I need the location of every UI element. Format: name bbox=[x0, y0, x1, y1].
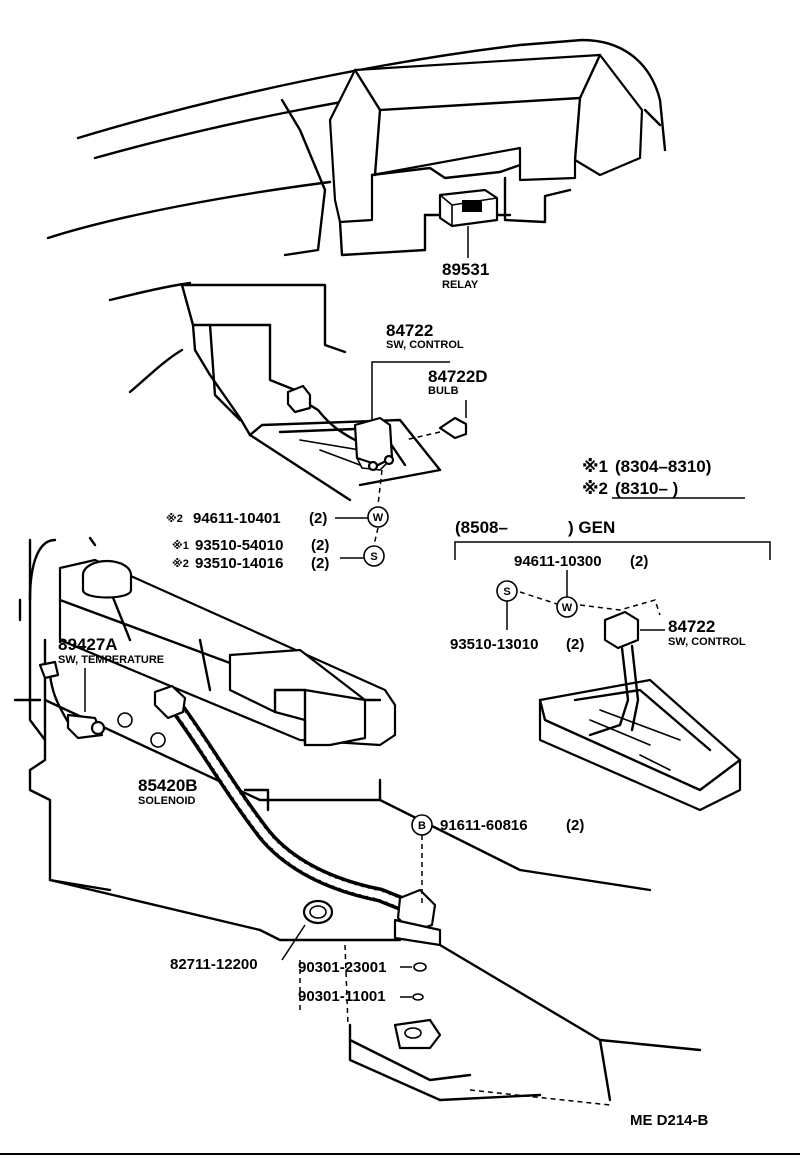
s1-mark: ※1 bbox=[172, 540, 189, 552]
legend-mark-1: ※1 bbox=[582, 457, 608, 476]
gen-screw-qty: (2) bbox=[566, 636, 584, 653]
oring2-part-number: 90301-11001 bbox=[298, 988, 386, 1005]
gen-washer-part-number: 94611-10300 bbox=[514, 553, 602, 570]
control-switch-part-name: SW, CONTROL bbox=[386, 339, 464, 351]
temp-switch-part-name: SW, TEMPERATURE bbox=[58, 654, 164, 666]
bolt-symbol-b: B bbox=[411, 814, 433, 836]
solenoid-part-name: SOLENOID bbox=[138, 795, 196, 807]
engine-drawing bbox=[13, 536, 702, 1106]
bulb-part-name: BULB bbox=[428, 385, 459, 397]
relay-part-name: RELAY bbox=[442, 279, 479, 291]
temp-switch-part-number: 89427A bbox=[58, 635, 118, 654]
svg-text:W: W bbox=[373, 512, 384, 524]
legend-range-1: (8304–8310) bbox=[615, 457, 711, 476]
w1-mark: ※2 bbox=[166, 513, 183, 525]
s1-qty: (2) bbox=[311, 537, 329, 554]
oring1-part-number: 90301-23001 bbox=[298, 959, 386, 976]
bulb-part-number: 84722D bbox=[428, 367, 488, 386]
s1-part-number: 93510-54010 bbox=[195, 537, 283, 554]
gen-control-switch-part-number: 84722 bbox=[668, 617, 715, 636]
screw-symbol-s1: S bbox=[363, 545, 385, 567]
washer-symbol-w1: W bbox=[367, 506, 389, 528]
legend-range-2: (8310– ) bbox=[615, 479, 678, 498]
gen-control-switch-part-name: SW, CONTROL bbox=[668, 636, 746, 648]
s2-part-number: 93510-14016 bbox=[195, 555, 283, 572]
clamp-part-number: 82711-12200 bbox=[170, 956, 258, 973]
relay-part-number: 89531 bbox=[442, 260, 489, 279]
screw-symbol-gen: S bbox=[496, 580, 518, 602]
legend-mark-2: ※2 bbox=[582, 479, 608, 498]
solenoid-part-number: 85420B bbox=[138, 776, 198, 795]
dashboard-drawing bbox=[46, 38, 667, 394]
console-drawing bbox=[180, 283, 468, 559]
bolt-part-number: 91611-60816 bbox=[440, 817, 528, 834]
s2-mark: ※2 bbox=[172, 558, 189, 570]
gen-washer-qty: (2) bbox=[630, 553, 648, 570]
control-switch-part-number: 84722 bbox=[386, 321, 433, 340]
svg-text:B: B bbox=[418, 820, 426, 832]
gen-screw-part-number: 93510-13010 bbox=[450, 636, 538, 653]
gen-range: (8508– bbox=[455, 518, 508, 537]
w1-qty: (2) bbox=[309, 510, 327, 527]
svg-text:S: S bbox=[503, 586, 510, 598]
s2-qty: (2) bbox=[311, 555, 329, 572]
washer-symbol-gen: W bbox=[556, 596, 578, 618]
w1-part-number: 94611-10401 bbox=[193, 510, 281, 527]
svg-text:S: S bbox=[370, 551, 377, 563]
diagram-code: ME D214-B bbox=[630, 1112, 709, 1129]
svg-text:W: W bbox=[562, 602, 573, 614]
gen-inset-drawing bbox=[454, 541, 771, 812]
bolt-qty: (2) bbox=[566, 817, 584, 834]
gen-suffix: ) GEN bbox=[568, 518, 615, 537]
